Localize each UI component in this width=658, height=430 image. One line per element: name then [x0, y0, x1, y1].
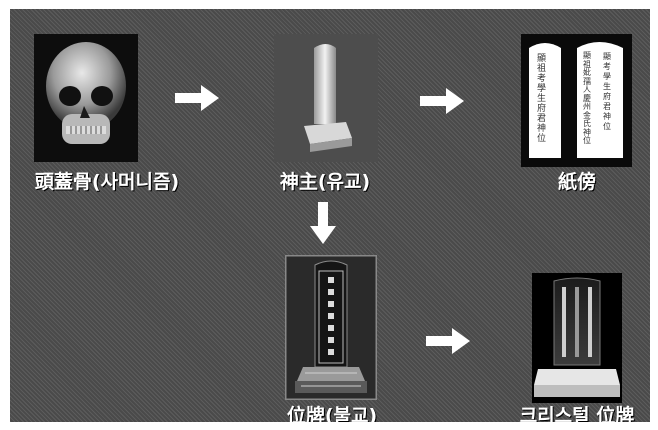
jibang-right-text-1: 顯祖妣孺人慶州金氏神位	[583, 51, 591, 145]
jibang-paper-image: 顯祖考學生府君神位 顯祖妣孺人慶州金氏神位 顯考學生府君神位	[521, 34, 632, 167]
down-arrow-icon	[310, 202, 336, 244]
jibang-left-text: 顯祖考學生府君神位	[537, 54, 547, 144]
diagram-canvas: 頭蓋骨(사머니즘) 神主(유교)	[10, 9, 650, 422]
jibang-caption: 紙傍	[557, 171, 596, 193]
skull-image	[34, 34, 138, 162]
crystal-wipae-image	[532, 273, 622, 403]
right-arrow-icon	[420, 88, 464, 114]
buddhist-wipae-image	[283, 253, 379, 402]
skull-caption: 頭蓋骨(사머니즘)	[34, 171, 180, 193]
right-arrow-icon	[175, 85, 219, 111]
shinju-caption: 神主(유교)	[279, 171, 371, 193]
shinju-tablet-image	[274, 34, 378, 162]
jibang-right-text-2: 顯考學生府君神位	[603, 52, 611, 131]
right-arrow-icon	[426, 328, 470, 354]
buddhist-wipae-caption: 位牌(불교)	[286, 405, 378, 422]
crystal-wipae-caption: 크리스털 位牌	[519, 405, 635, 422]
